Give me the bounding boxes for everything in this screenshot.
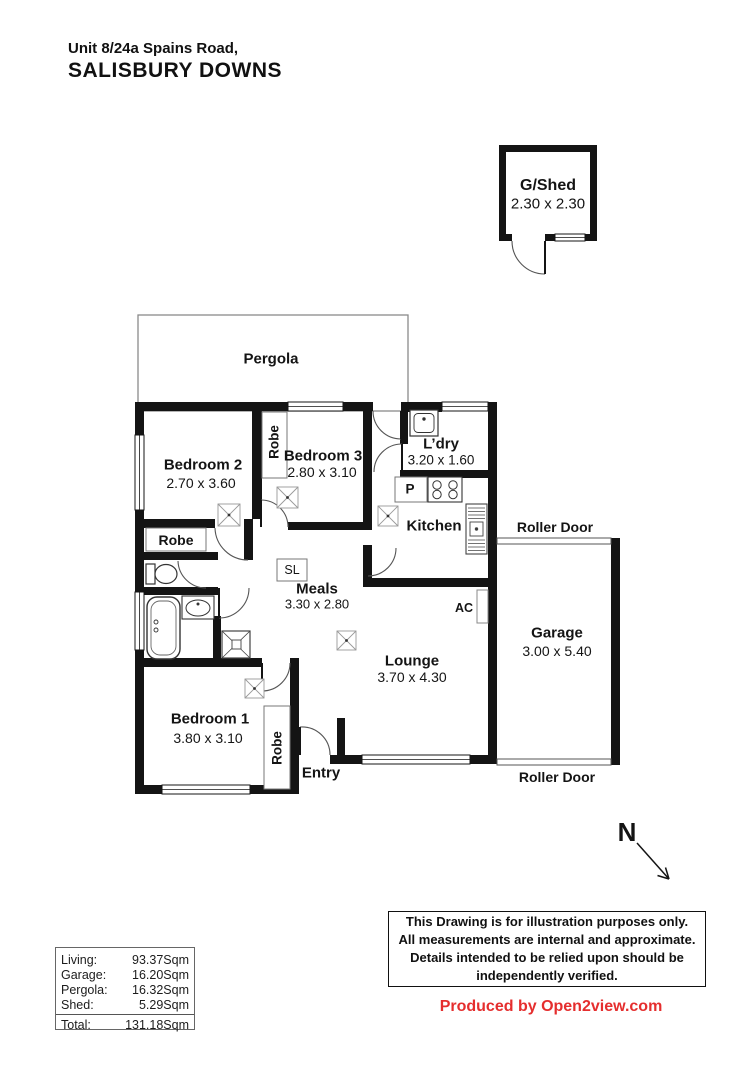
bedroom3-robe-box xyxy=(261,411,288,479)
room-dims-bedroom3: 2.80 x 3.10 xyxy=(287,464,357,480)
area-row-living: Living: 93.37Sqm xyxy=(56,952,194,967)
room-label-garage: Garage xyxy=(531,624,583,642)
hall-robe-box xyxy=(145,527,207,552)
ceiling-light-icons xyxy=(217,486,399,699)
room-dims-garage: 3.00 x 5.40 xyxy=(522,643,592,659)
area-row-total: Total: 131.18Sqm xyxy=(56,1016,194,1032)
address-line2: SALISBURY DOWNS xyxy=(68,59,283,82)
north-label: N xyxy=(617,817,637,847)
room-label-pergola: Pergola xyxy=(243,350,299,368)
room-dims-laundry: 3.20 x 1.60 xyxy=(407,452,475,468)
room-dims-gshed: 2.30 x 2.30 xyxy=(510,195,586,213)
area-row-label: Garage: xyxy=(61,967,107,982)
address-line1: Unit 8/24a Spains Road, xyxy=(68,40,239,57)
room-dims-bedroom2: 2.70 x 3.60 xyxy=(166,475,236,491)
disclaimer-box: This Drawing is for illustration purpose… xyxy=(388,911,706,987)
area-row-garage: Garage: 16.20Sqm xyxy=(56,967,194,982)
area-row-shed: Shed: 5.29Sqm xyxy=(56,997,194,1012)
room-dims-bedroom1: 3.80 x 3.10 xyxy=(173,730,243,746)
skylight-box xyxy=(276,558,308,582)
area-row-value: 16.32Sqm xyxy=(132,982,189,997)
bedroom1-robe-box xyxy=(263,705,291,790)
ac-unit xyxy=(476,589,489,624)
area-total-label: Total: xyxy=(61,1018,91,1032)
disclaimer-line: This Drawing is for illustration purpose… xyxy=(405,914,689,929)
roller-door-label-bottom: Roller Door xyxy=(518,769,596,785)
room-label-entry: Entry xyxy=(301,764,341,782)
walls xyxy=(135,145,620,794)
area-row-value: 93.37Sqm xyxy=(132,952,189,967)
toilet-icon xyxy=(145,563,178,585)
shower-icon xyxy=(221,630,251,659)
laundry-tub-icon xyxy=(409,409,439,437)
room-dims-lounge: 3.70 x 4.30 xyxy=(377,669,447,685)
bathtub-icon xyxy=(146,596,181,660)
room-label-kitchen: Kitchen xyxy=(406,517,462,535)
kitchen-sink-icon xyxy=(465,503,488,555)
room-label-bedroom2: Bedroom 2 xyxy=(163,456,243,474)
area-table-separator xyxy=(56,1014,194,1015)
pantry-label: P xyxy=(405,481,415,497)
room-label-bedroom1: Bedroom 1 xyxy=(170,710,250,728)
skylight-label: SL xyxy=(284,562,300,577)
bedroom1-robe-label: Robe xyxy=(269,731,285,765)
area-total-value: 131.18Sqm xyxy=(125,1018,189,1032)
area-row-label: Shed: xyxy=(61,997,94,1012)
disclaimer-line: All measurements are internal and approx… xyxy=(398,932,696,947)
area-row-value: 16.20Sqm xyxy=(132,967,189,982)
bedroom3-robe-label: Robe xyxy=(266,425,282,459)
credit-text: Produced by Open2view.com xyxy=(439,998,663,1015)
cooktop-icon xyxy=(427,476,463,503)
room-label-laundry: L’dry xyxy=(423,435,459,453)
room-label-lounge: Lounge xyxy=(384,652,440,670)
room-dims-meals: 3.30 x 2.80 xyxy=(284,596,350,612)
area-row-label: Living: xyxy=(61,952,98,967)
room-label-bedroom3: Bedroom 3 xyxy=(283,447,363,465)
robe-cabinets xyxy=(145,411,489,790)
roller-door-label-top: Roller Door xyxy=(516,519,594,535)
vanity-basin-icon xyxy=(181,595,215,620)
room-label-gshed: G/Shed xyxy=(519,177,577,194)
window-midlines xyxy=(139,237,585,790)
area-row-value: 5.29Sqm xyxy=(138,997,189,1012)
hall-robe-label: Robe xyxy=(158,532,194,548)
ac-label: AC xyxy=(454,600,474,615)
area-row-pergola: Pergola: 16.32Sqm xyxy=(56,982,194,997)
roller-doors xyxy=(496,537,612,766)
area-table: Living: 93.37Sqm Garage: 16.20Sqm Pergol… xyxy=(55,947,195,1032)
area-row-label: Pergola: xyxy=(61,982,108,997)
pantry-box xyxy=(394,476,428,503)
north-arrow xyxy=(636,842,670,880)
room-label-meals: Meals xyxy=(296,580,338,598)
disclaimer-line: Details intended to be relied upon shoul… xyxy=(410,950,684,965)
door-leaves xyxy=(218,241,546,755)
disclaimer-line: independently verified. xyxy=(476,968,618,983)
